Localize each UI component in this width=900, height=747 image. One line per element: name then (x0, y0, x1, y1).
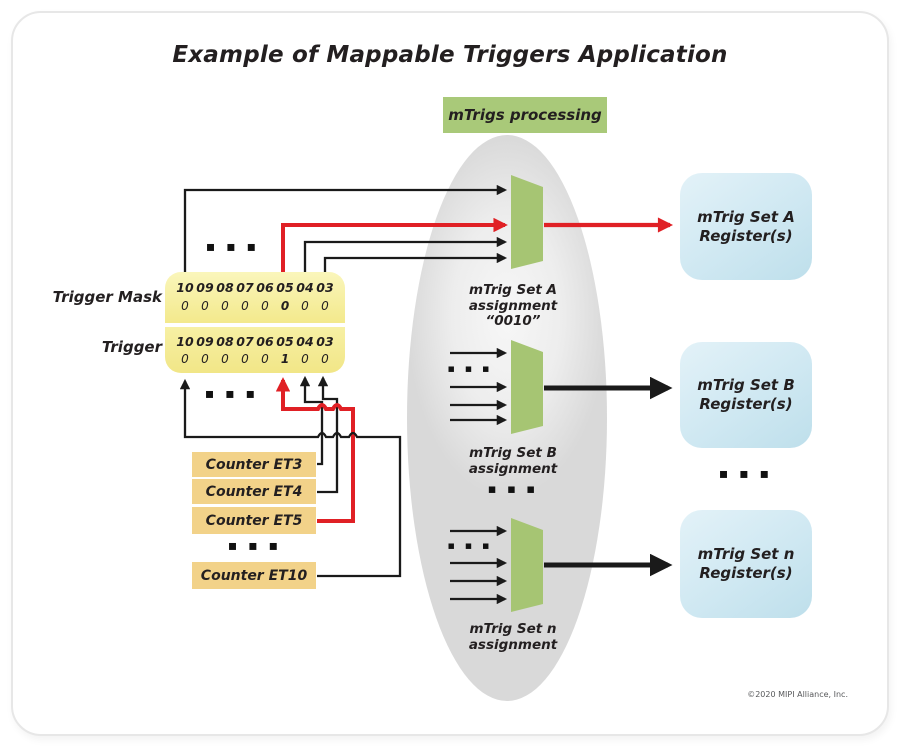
bit-header: 09 (196, 334, 214, 349)
trigger-bit-value: 0 (221, 352, 229, 366)
mux-a-shape (511, 175, 543, 269)
mask-bit-value: 0 (181, 299, 189, 313)
register-set-b-box: mTrig Set B Register(s) (680, 342, 812, 448)
mux-a-input-bit04-arrow (303, 236, 508, 272)
mask-bit-value: 0 (261, 299, 269, 313)
counter-et4-label: Counter ET4 (205, 483, 303, 500)
mux-n-label-line1: mTrig Set n (469, 621, 557, 637)
bit-header: 07 (236, 280, 254, 295)
mux-n-label-line2: assignment (468, 636, 558, 653)
trigger-label: Trigger (101, 338, 162, 356)
counter-et10-box: Counter ET10 (192, 562, 316, 589)
register-set-n-box: mTrig Set n Register(s) (680, 510, 812, 618)
trigger-bit-value: 0 (321, 352, 329, 366)
bit-header: 09 (196, 280, 214, 295)
trigger-bit-header-row: 10 09 08 07 06 05 04 03 (175, 334, 335, 350)
mux-a-label-line2: assignment (468, 297, 558, 314)
mux-a-input-bit10-arrow (183, 184, 508, 272)
dots-between-counters: ▪ ▪ ▪ (227, 538, 282, 554)
counter-et5-box: Counter ET5 (192, 507, 316, 534)
bit-header: 08 (216, 280, 234, 295)
mask-bit-header-row: 10 09 08 07 06 05 04 03 (175, 280, 335, 296)
trigger-bit-value: 0 (301, 352, 309, 366)
mux-a-label-line1: mTrig Set A (469, 282, 557, 298)
register-set-n-line1: mTrig Set n (697, 545, 795, 563)
register-set-a-line2: Register(s) (699, 226, 793, 245)
trigger-bit-value-row: 0 0 0 0 0 1 0 0 (175, 352, 335, 368)
mtrigs-processing-label: mTrigs processing (448, 106, 602, 124)
trigger-bit-value: 0 (201, 352, 209, 366)
dots-below-trigger: ▪ ▪ ▪ (204, 386, 259, 402)
mux-b-label-line1: mTrig Set B (469, 445, 557, 461)
register-set-b-line1: mTrig Set B (697, 376, 795, 394)
trigger-bit-value: 0 (241, 352, 249, 366)
mux-a-label: mTrig Set A assignment “0010” (443, 282, 583, 330)
bit-header: 07 (236, 334, 254, 349)
bit-header: 04 (296, 280, 314, 295)
dots-above-mask: ▪ ▪ ▪ (205, 239, 260, 255)
mask-bit-value: 0 (321, 299, 329, 313)
bit-header: 04 (296, 334, 314, 349)
counter-et3-box: Counter ET3 (192, 452, 316, 477)
copyright-notice: ©2020 MIPI Alliance, Inc. (747, 690, 848, 699)
mask-bit-value: 0 (241, 299, 249, 313)
mask-bit-value-row: 0 0 0 0 0 0 0 0 (175, 299, 335, 315)
mask-bit-value-selected: 0 (280, 299, 290, 313)
bit-header: 10 (176, 334, 194, 349)
mask-bit-value: 0 (221, 299, 229, 313)
counter-et10-to-trigger-arrow (179, 378, 402, 578)
mux-a-input-bit05-red-arrow (281, 217, 508, 272)
trigger-bit-value-selected: 1 (280, 352, 290, 366)
trigger-bit-value: 0 (261, 352, 269, 366)
counter-et4-box: Counter ET4 (192, 479, 316, 504)
dots-between-registers: ▪ ▪ ▪ (718, 466, 773, 482)
mux-b-label-line2: assignment (468, 460, 558, 477)
bit-header: 10 (176, 280, 194, 295)
register-set-a-box: mTrig Set A Register(s) (680, 173, 812, 280)
bit-header: 05 (276, 280, 294, 295)
counter-et5-label: Counter ET5 (205, 512, 303, 529)
dots-mux-n-inputs: ▪ ▪ ▪ (447, 539, 493, 552)
bit-header: 05 (276, 334, 294, 349)
trigger-panel (165, 327, 345, 373)
mux-n-shape (511, 518, 543, 612)
trigger-bit-value: 0 (181, 352, 189, 366)
trigger-mask-label: Trigger Mask (52, 288, 162, 306)
register-set-b-line2: Register(s) (699, 395, 793, 413)
counter-et4-to-trigger-arrow (317, 375, 339, 494)
counter-et3-to-trigger-arrow (299, 375, 324, 466)
counter-et5-to-trigger-red-arrow (275, 377, 355, 523)
bit-header: 08 (216, 334, 234, 349)
bit-header: 06 (256, 280, 274, 295)
counter-et3-label: Counter ET3 (205, 456, 303, 473)
page-title: Example of Mappable Triggers Application (172, 42, 728, 68)
mux-a-input-bit03-arrow (323, 252, 508, 272)
mux-n-label: mTrig Set n assignment (443, 621, 583, 653)
register-set-a-line1: mTrig Set A (697, 207, 795, 226)
bit-header: 03 (316, 334, 334, 349)
mux-a-assignment-value: “0010” (485, 313, 541, 329)
register-set-n-line2: Register(s) (699, 564, 793, 582)
trigger-mask-panel (165, 272, 345, 323)
mtrigs-processing-box: mTrigs processing (443, 97, 607, 133)
counter-et10-label: Counter ET10 (200, 567, 308, 584)
dots-mux-b-inputs: ▪ ▪ ▪ (447, 362, 493, 375)
mux-b-shape (511, 340, 543, 434)
dots-between-mux-b-n: ▪ ▪ ▪ (487, 482, 539, 497)
mask-bit-value: 0 (201, 299, 209, 313)
bit-header: 06 (256, 334, 274, 349)
mask-bit-value: 0 (301, 299, 309, 313)
mux-b-label: mTrig Set B assignment (443, 445, 583, 477)
bit-header: 03 (316, 280, 334, 295)
